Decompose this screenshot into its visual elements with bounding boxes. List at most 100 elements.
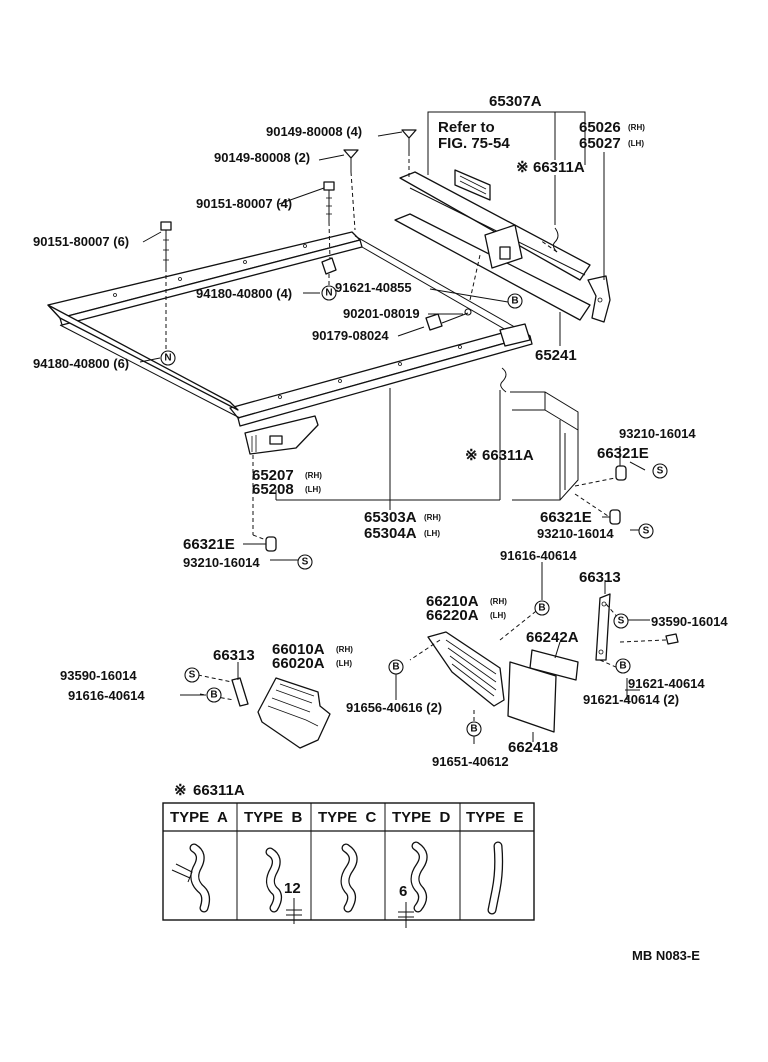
svg-text:66311A: 66311A xyxy=(533,159,585,176)
labels-upper: 65307A Refer to FIG. 75-54 65026 (RH) 65… xyxy=(33,93,696,570)
svg-text:FIG. 75-54: FIG. 75-54 xyxy=(438,135,510,152)
svg-text:B: B xyxy=(470,724,477,735)
svg-text:65304A: 65304A xyxy=(364,525,417,542)
svg-text:(LH): (LH) xyxy=(305,485,321,494)
svg-text:66210A: 66210A xyxy=(426,593,479,610)
hook-type-c xyxy=(340,843,358,913)
labels-lower: 91616-40614 66210A (RH) 66220A (LH) 6631… xyxy=(60,548,728,769)
type-table: ※ 66311A TYPE A TYPE B TYPE C TYPE D TYP… xyxy=(162,782,535,928)
svg-text:91621-40614: 91621-40614 xyxy=(628,676,705,691)
svg-text:※: ※ xyxy=(516,159,529,176)
svg-text:93590-16014: 93590-16014 xyxy=(60,668,137,683)
svg-text:90151-80007 (4): 90151-80007 (4) xyxy=(196,196,292,211)
stay-66313-right xyxy=(595,593,679,669)
svg-text:(RH): (RH) xyxy=(424,513,441,522)
svg-text:91656-40616 (2): 91656-40616 (2) xyxy=(346,700,442,715)
svg-text:66020A: 66020A xyxy=(272,655,325,672)
table-header-type-e: TYPE E xyxy=(466,809,524,826)
hinge-bracket-upper xyxy=(394,169,611,323)
plate-66242A xyxy=(507,649,579,733)
svg-text:90179-08024: 90179-08024 xyxy=(312,328,389,343)
table-header-type-b: TYPE B xyxy=(244,809,303,826)
svg-text:91621-40614 (2): 91621-40614 (2) xyxy=(583,692,679,707)
svg-text:B: B xyxy=(619,661,626,672)
svg-text:※: ※ xyxy=(465,447,478,464)
svg-text:65241: 65241 xyxy=(535,347,577,364)
svg-text:S: S xyxy=(643,526,650,537)
symbol-tags: N N B S S S xyxy=(160,285,668,570)
svg-text:6: 6 xyxy=(399,883,407,900)
svg-text:65208: 65208 xyxy=(252,481,294,498)
bracket-65207 xyxy=(244,415,319,541)
svg-text:66313: 66313 xyxy=(213,647,255,664)
drawing-reference: MB N083-E xyxy=(632,948,700,963)
fastener-bolts xyxy=(160,129,417,352)
svg-text:S: S xyxy=(189,670,196,681)
svg-text:(LH): (LH) xyxy=(424,529,440,538)
hook-type-d: 6 xyxy=(398,841,428,928)
svg-text:66242A: 66242A xyxy=(526,629,579,646)
svg-text:S: S xyxy=(657,466,664,477)
svg-text:91651-40612: 91651-40612 xyxy=(432,754,509,769)
svg-text:65027: 65027 xyxy=(579,135,621,152)
svg-text:65303A: 65303A xyxy=(364,509,417,526)
svg-text:66313: 66313 xyxy=(579,569,621,586)
svg-text:(LH): (LH) xyxy=(490,611,506,620)
svg-text:94180-40800 (6): 94180-40800 (6) xyxy=(33,356,129,371)
hook-type-e xyxy=(487,841,504,915)
svg-text:66321E: 66321E xyxy=(597,445,649,462)
clip-66321E xyxy=(265,465,627,552)
svg-text:90149-80008 (2): 90149-80008 (2) xyxy=(214,150,310,165)
svg-text:90151-80007 (6): 90151-80007 (6) xyxy=(33,234,129,249)
svg-text:66321E: 66321E xyxy=(540,509,592,526)
frame-assembly xyxy=(47,231,533,427)
svg-text:91616-40614: 91616-40614 xyxy=(68,688,145,703)
leader-lines xyxy=(139,111,646,561)
svg-text:(RH): (RH) xyxy=(490,597,507,606)
svg-text:66311A: 66311A xyxy=(482,447,534,464)
hook-type-a xyxy=(171,843,211,913)
symbol-tags-lower: B S B B B S B xyxy=(184,600,631,737)
hinge-66210A xyxy=(409,607,541,728)
cover-66010A xyxy=(257,677,331,749)
svg-text:(RH): (RH) xyxy=(305,471,322,480)
hook-type-b: 12 xyxy=(265,847,302,924)
svg-text:B: B xyxy=(392,662,399,673)
svg-text:B: B xyxy=(511,296,518,307)
svg-text:91621-40855: 91621-40855 xyxy=(335,280,412,295)
tailgate-outline xyxy=(510,391,616,517)
table-header-type-d: TYPE D xyxy=(392,809,451,826)
svg-text:N: N xyxy=(164,353,171,364)
stay-66313-left xyxy=(197,674,249,707)
svg-text:93590-16014: 93590-16014 xyxy=(651,614,728,629)
svg-text:66311A: 66311A xyxy=(193,782,245,799)
svg-text:B: B xyxy=(210,690,217,701)
svg-text:※: ※ xyxy=(174,782,187,799)
svg-text:662418: 662418 xyxy=(508,739,558,756)
svg-text:B: B xyxy=(538,603,545,614)
table-header-type-a: TYPE A xyxy=(170,809,228,826)
svg-text:12: 12 xyxy=(284,880,301,897)
svg-text:66010A: 66010A xyxy=(272,641,325,658)
svg-text:66321E: 66321E xyxy=(183,536,235,553)
label-65307A: 65307A xyxy=(489,93,542,110)
table-header-type-c: TYPE C xyxy=(318,809,377,826)
fastener-rh xyxy=(425,227,559,393)
svg-text:91616-40614: 91616-40614 xyxy=(500,548,577,563)
svg-text:93210-16014: 93210-16014 xyxy=(619,426,696,441)
svg-text:65207: 65207 xyxy=(252,467,294,484)
svg-text:(LH): (LH) xyxy=(628,139,644,148)
svg-text:Refer to: Refer to xyxy=(438,119,495,136)
svg-text:S: S xyxy=(302,557,309,568)
svg-text:(RH): (RH) xyxy=(336,645,353,654)
svg-text:90201-08019: 90201-08019 xyxy=(343,306,420,321)
svg-text:66220A: 66220A xyxy=(426,607,479,624)
svg-text:65026: 65026 xyxy=(579,119,621,136)
svg-text:(LH): (LH) xyxy=(336,659,352,668)
svg-text:S: S xyxy=(618,616,625,627)
svg-text:90149-80008 (4): 90149-80008 (4) xyxy=(266,124,362,139)
svg-text:94180-40800 (4): 94180-40800 (4) xyxy=(196,286,292,301)
leader-lines-lower xyxy=(180,562,650,744)
svg-text:93210-16014: 93210-16014 xyxy=(183,555,260,570)
